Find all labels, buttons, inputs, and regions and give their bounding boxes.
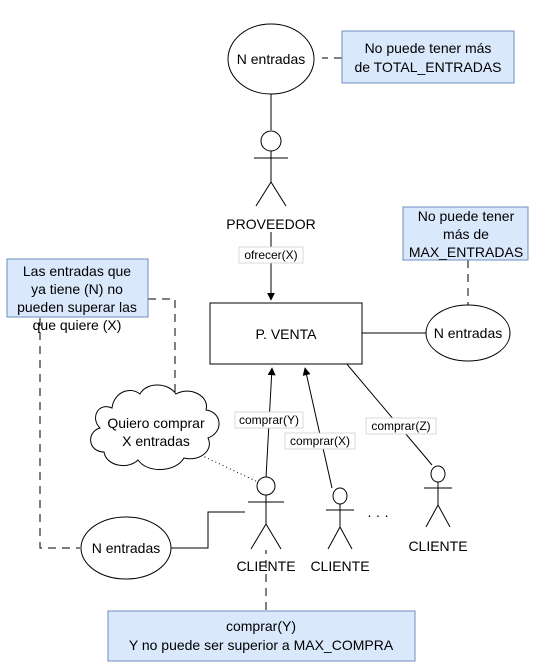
note-max-compra: comprar(Y) Y no puede ser superior a MAX…: [107, 610, 416, 662]
venta-box: P. VENTA: [209, 302, 363, 365]
cloud-line1: Quiero comprar: [107, 415, 205, 431]
ellipse-cliente-label: N entradas: [92, 540, 160, 556]
edge-label-comprar-x: comprar(X): [284, 432, 356, 450]
connector-cliente-ellipse: [171, 511, 245, 549]
edge-label-comprar-x-text: comprar(X): [290, 434, 350, 448]
edge-label-comprar-y: comprar(Y): [234, 411, 304, 429]
connector-left-note-top: [148, 298, 176, 398]
note-max-line1: No puede tener: [418, 208, 515, 224]
actor-proveedor: [254, 130, 288, 207]
edge-label-ofrecer: ofrecer(X): [238, 246, 304, 264]
edge-label-comprar-y-text: comprar(Y): [239, 413, 299, 427]
note-cliente-line1: Las entradas que: [23, 263, 131, 279]
note-max-entradas: No puede tener más de MAX_ENTRADAS: [402, 206, 529, 261]
cloud-thought: Quiero comprar X entradas: [90, 384, 220, 470]
actor-cliente-1-label: CLIENTE: [236, 558, 295, 574]
ellipse-proveedor: N entradas: [227, 23, 315, 95]
ellipsis-mark: · · ·: [367, 507, 389, 523]
ellipse-proveedor-label: N entradas: [237, 51, 305, 67]
connector-left-note-down: [39, 318, 80, 549]
ellipse-venta-label: N entradas: [434, 325, 502, 341]
edge-label-comprar-z-text: comprar(Z): [371, 419, 430, 433]
edge-label-ofrecer-text: ofrecer(X): [244, 248, 297, 262]
ellipse-venta: N entradas: [425, 304, 511, 362]
cloud-line2: X entradas: [122, 433, 190, 449]
note-cliente-line2: ya tiene (N) no: [31, 281, 123, 297]
actor-cliente-3: [424, 465, 452, 528]
actor-cliente-1: [248, 476, 284, 550]
note-max-line3: MAX_ENTRADAS: [409, 244, 523, 260]
note-compra-line2: Y no puede ser superior a MAX_COMPRA: [129, 637, 394, 653]
actor-cliente-2-label: CLIENTE: [310, 558, 369, 574]
note-cliente-line4: que quiere (X): [33, 317, 122, 333]
edge-label-comprar-z: comprar(Z): [365, 417, 437, 435]
actor-cliente-2: [326, 487, 354, 550]
ellipse-cliente: N entradas: [80, 516, 172, 580]
note-total-line2: de TOTAL_ENTRADAS: [354, 59, 501, 75]
note-cliente-line3: pueden superar las: [17, 299, 137, 315]
actor-cliente-3-label: CLIENTE: [408, 538, 467, 554]
note-compra-line1: comprar(Y): [226, 618, 296, 634]
note-cliente-entradas: Las entradas que ya tiene (N) no pueden …: [6, 258, 149, 333]
venta-box-label: P. VENTA: [256, 326, 318, 342]
note-total-line1: No puede tener más: [365, 40, 492, 56]
actor-proveedor-label: PROVEEDOR: [226, 216, 315, 232]
note-max-line2: más de: [443, 226, 489, 242]
edge-comprar-z: [334, 349, 433, 466]
edge-comprar-x: [302, 367, 333, 489]
note-total-entradas: No puede tener más de TOTAL_ENTRADAS: [341, 30, 515, 84]
